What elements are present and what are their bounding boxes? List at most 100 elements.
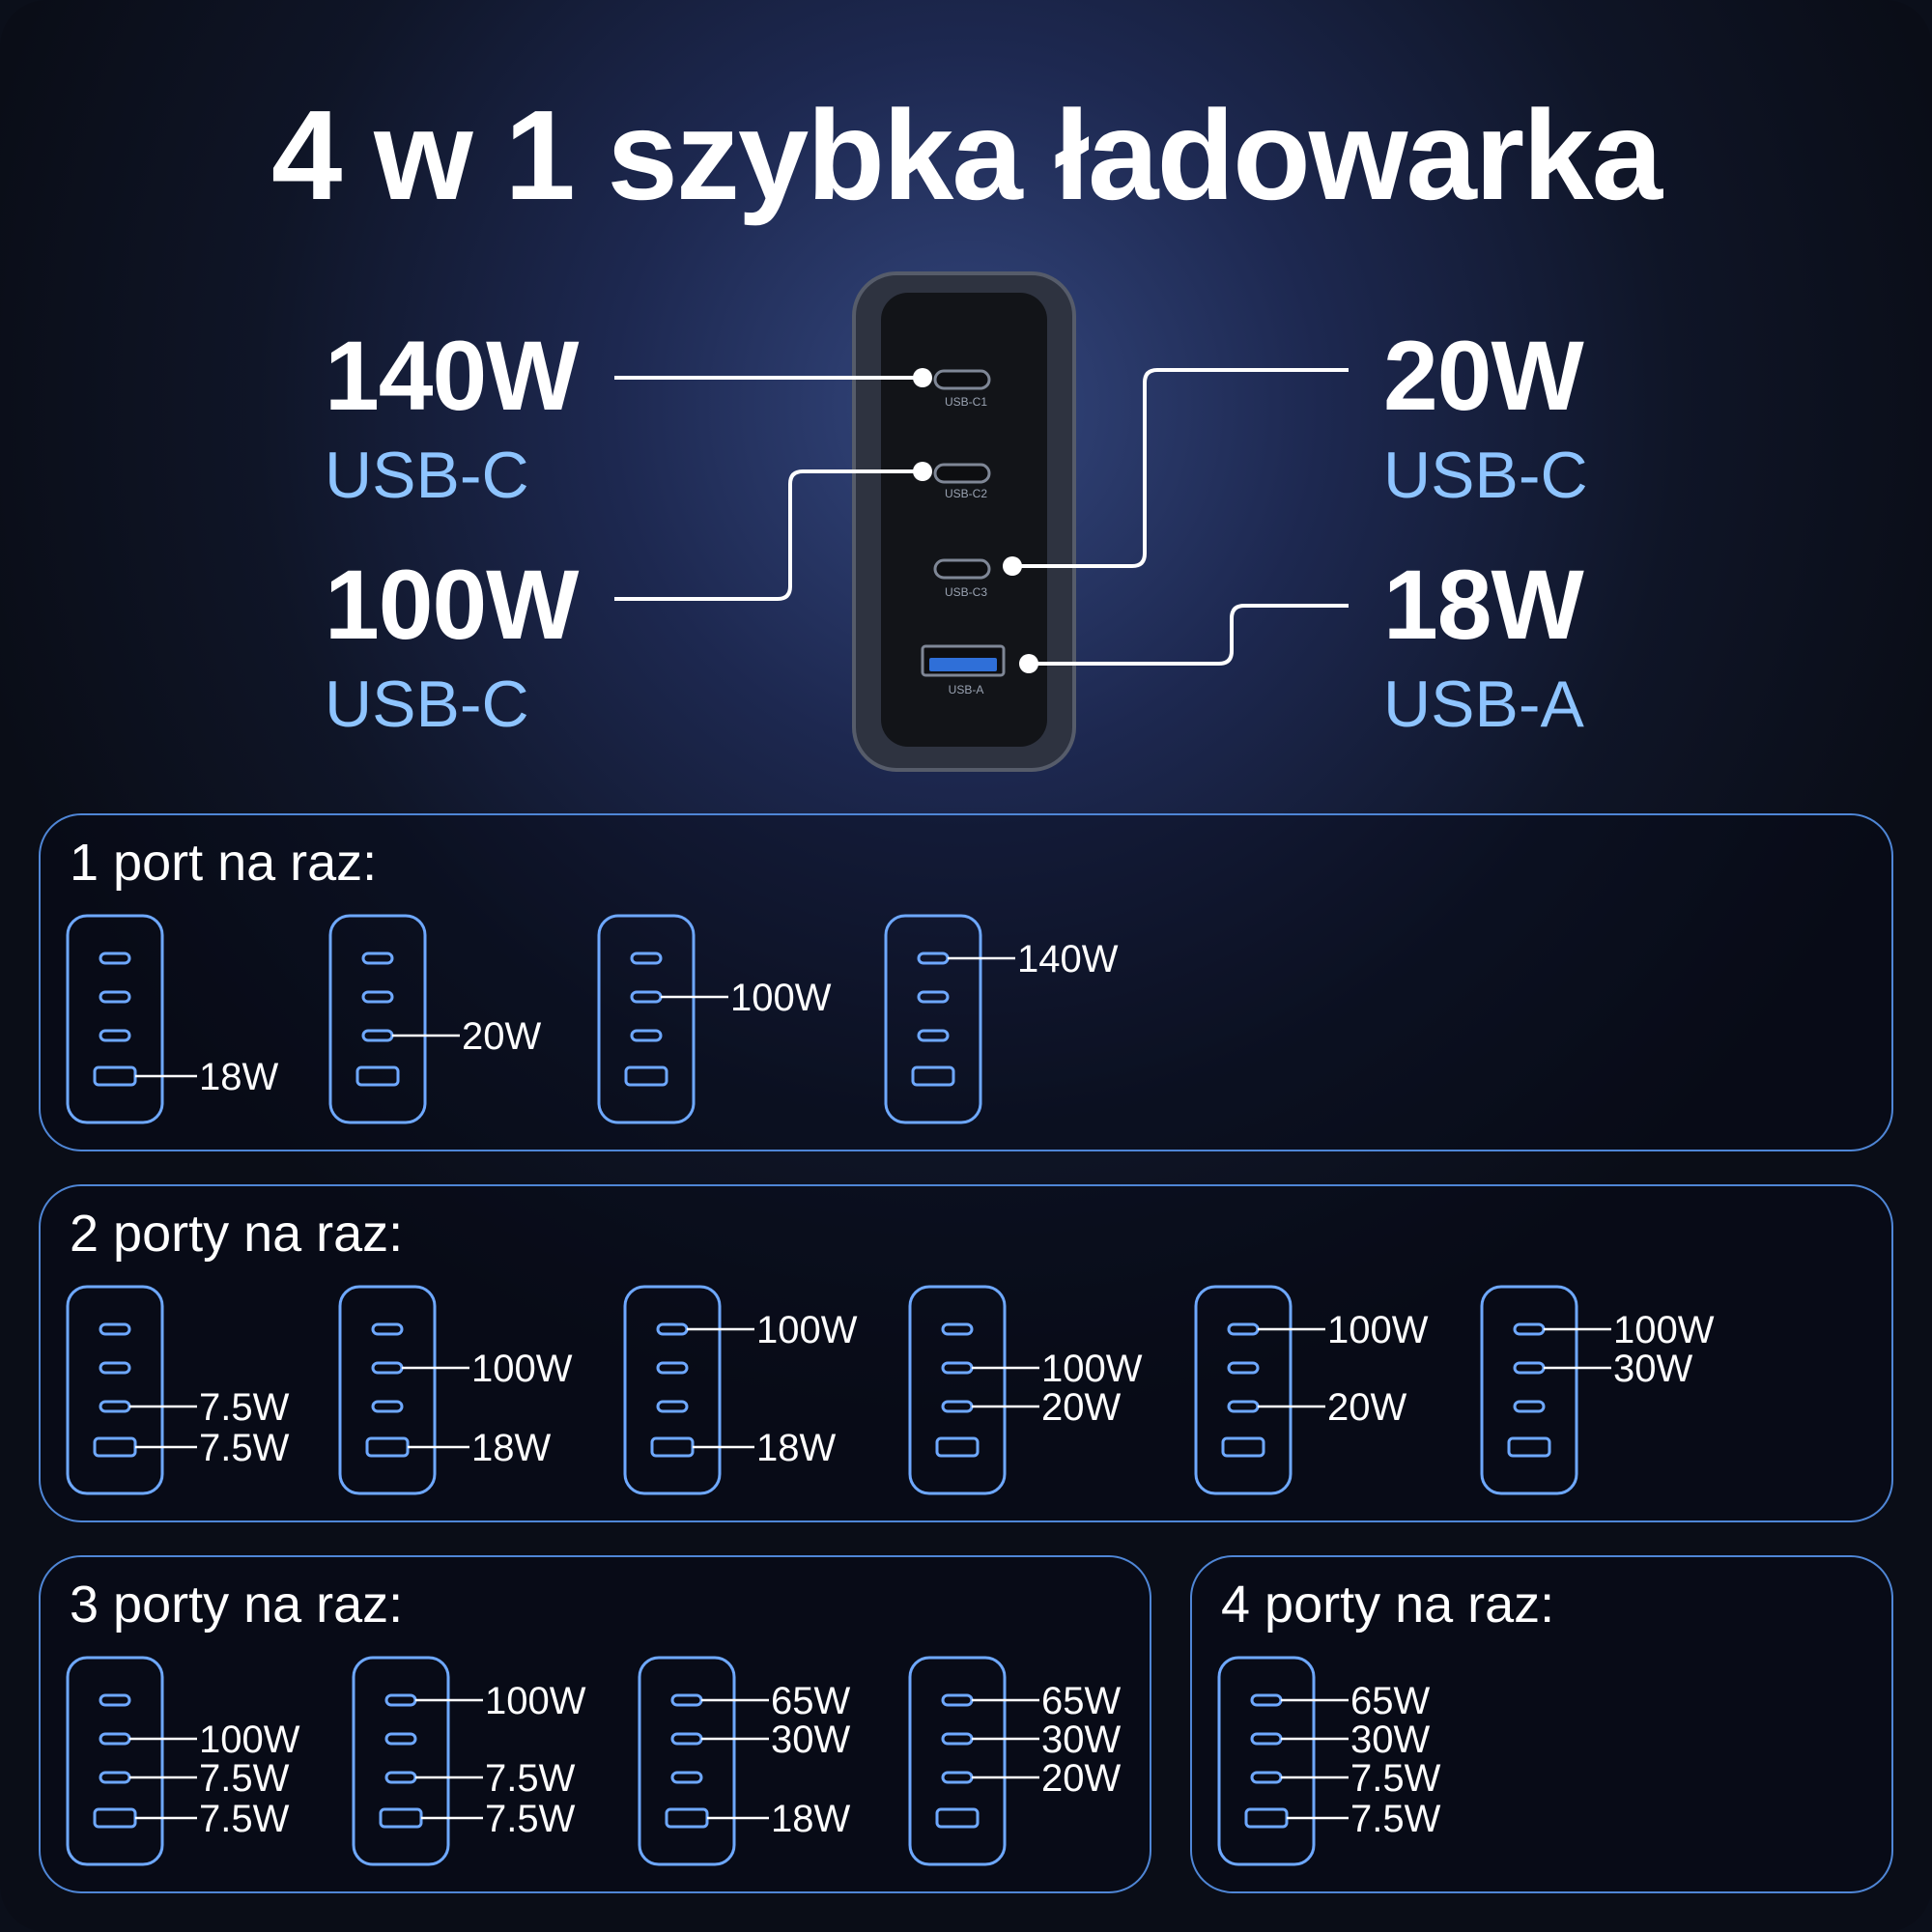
usb-c-port-icon — [361, 1029, 394, 1042]
charger-config-icon: 140W — [884, 914, 1119, 1124]
usb-c-port-icon — [1250, 1771, 1283, 1784]
port-configs: 18W 20W 100W 140W — [66, 914, 1119, 1124]
usb-c3-port-icon — [933, 558, 991, 580]
port-configs: 7.5W7.5W100W18W100W18W100W20W100W20W100W… — [66, 1285, 1715, 1495]
spec-watt: 140W — [325, 321, 579, 431]
section-label: 4 porty na raz: — [1221, 1576, 1555, 1634]
spec-type: USB-C — [325, 668, 529, 741]
spec-watt: 20W — [1383, 321, 1584, 431]
spec-18w: 18W USB-A — [1383, 555, 1584, 737]
usb-c-port-icon — [1227, 1322, 1260, 1336]
power-label: 100W — [471, 1348, 573, 1390]
usb-c-port-icon — [371, 1322, 404, 1336]
charger-diagram: USB-C1 USB-C2 USB-C3 USB-A — [614, 271, 1349, 772]
usb-c-port-icon — [384, 1693, 417, 1707]
usb-c-port-icon — [99, 1771, 131, 1784]
charger-config-icon: 18W — [66, 914, 278, 1124]
usb-c-port-icon — [670, 1771, 703, 1784]
usb-a-port-icon — [93, 1065, 137, 1087]
usb-a-port-icon — [935, 1436, 980, 1458]
charger-outline — [908, 1285, 1007, 1495]
power-label: 7.5W — [485, 1757, 576, 1800]
charger-outline — [338, 1285, 437, 1495]
usb-c-port-icon — [99, 1693, 131, 1707]
usb-c-port-icon — [670, 1732, 703, 1746]
usb-c-port-icon — [630, 990, 663, 1004]
usb-c-port-icon — [361, 990, 394, 1004]
usb-c-port-icon — [371, 1400, 404, 1413]
power-label: 30W — [771, 1719, 850, 1761]
power-label: 65W — [1041, 1680, 1121, 1722]
usb-c-port-icon — [1513, 1361, 1546, 1375]
charger-outline — [66, 914, 164, 1124]
power-label: 20W — [462, 1015, 541, 1058]
leader-line-20w — [1012, 368, 1349, 568]
usb-a-port-icon — [379, 1807, 423, 1829]
port-label-usb-c1: USB-C1 — [945, 395, 987, 409]
usb-a-port-icon — [93, 1807, 137, 1829]
charger-outline — [1194, 1285, 1293, 1495]
usb-c-port-icon — [384, 1732, 417, 1746]
usb-c-port-icon — [99, 1732, 131, 1746]
spec-type: USB-C — [325, 439, 529, 512]
charger-outline — [623, 1285, 722, 1495]
port-label-usb-c3: USB-C3 — [945, 585, 987, 599]
usb-a-tongue — [929, 658, 997, 671]
spec-140w: 140W USB-C — [325, 321, 579, 512]
power-label: 7.5W — [1350, 1757, 1441, 1800]
charger-outline — [884, 914, 982, 1124]
power-label: 18W — [199, 1056, 278, 1098]
usb-a-port-icon — [1244, 1807, 1289, 1829]
power-label: 100W — [756, 1309, 858, 1351]
spec-100w: 100W USB-C — [325, 550, 579, 741]
power-label: 100W — [730, 977, 832, 1019]
charger-outline — [66, 1285, 164, 1495]
power-label: 18W — [771, 1798, 850, 1840]
power-label: 100W — [1041, 1348, 1143, 1390]
power-label: 20W — [1041, 1386, 1121, 1429]
usb-c-port-icon — [941, 1322, 974, 1336]
power-label: 7.5W — [1350, 1798, 1441, 1840]
section-label: 2 porty na raz: — [70, 1205, 404, 1263]
usb-a-port-icon — [665, 1807, 709, 1829]
charger-config-icon: 100W — [597, 914, 832, 1124]
usb-c-port-icon — [941, 1771, 974, 1784]
usb-c-port-icon — [1227, 1400, 1260, 1413]
leader-dot-140w — [913, 368, 932, 387]
spec-20w: 20W USB-C — [1383, 327, 1588, 508]
charger-face — [881, 293, 1047, 747]
usb-c-port-icon — [384, 1771, 417, 1784]
page-title: 4 w 1 szybka ładowarka — [270, 84, 1662, 226]
charger-outline — [328, 914, 427, 1124]
usb-c-port-icon — [656, 1400, 689, 1413]
usb-c-port-icon — [1513, 1400, 1546, 1413]
usb-c-port-icon — [1250, 1732, 1283, 1746]
section-label: 1 port na raz: — [70, 834, 378, 892]
usb-c-port-icon — [99, 1400, 131, 1413]
usb-c-port-icon — [917, 990, 950, 1004]
leader-dot-18w — [1019, 654, 1038, 673]
usb-a-port-icon — [911, 1065, 955, 1087]
usb-c-port-icon — [1513, 1322, 1546, 1336]
spec-watt: 100W — [325, 550, 579, 660]
power-label: 18W — [756, 1427, 836, 1469]
usb-c-port-icon — [99, 952, 131, 965]
usb-c-port-icon — [656, 1361, 689, 1375]
usb-a-port-icon — [1221, 1436, 1265, 1458]
charger-outline — [1217, 1656, 1316, 1866]
usb-c-port-icon — [941, 1361, 974, 1375]
usb-c-port-icon — [630, 952, 663, 965]
leader-dot-100w — [913, 462, 932, 481]
